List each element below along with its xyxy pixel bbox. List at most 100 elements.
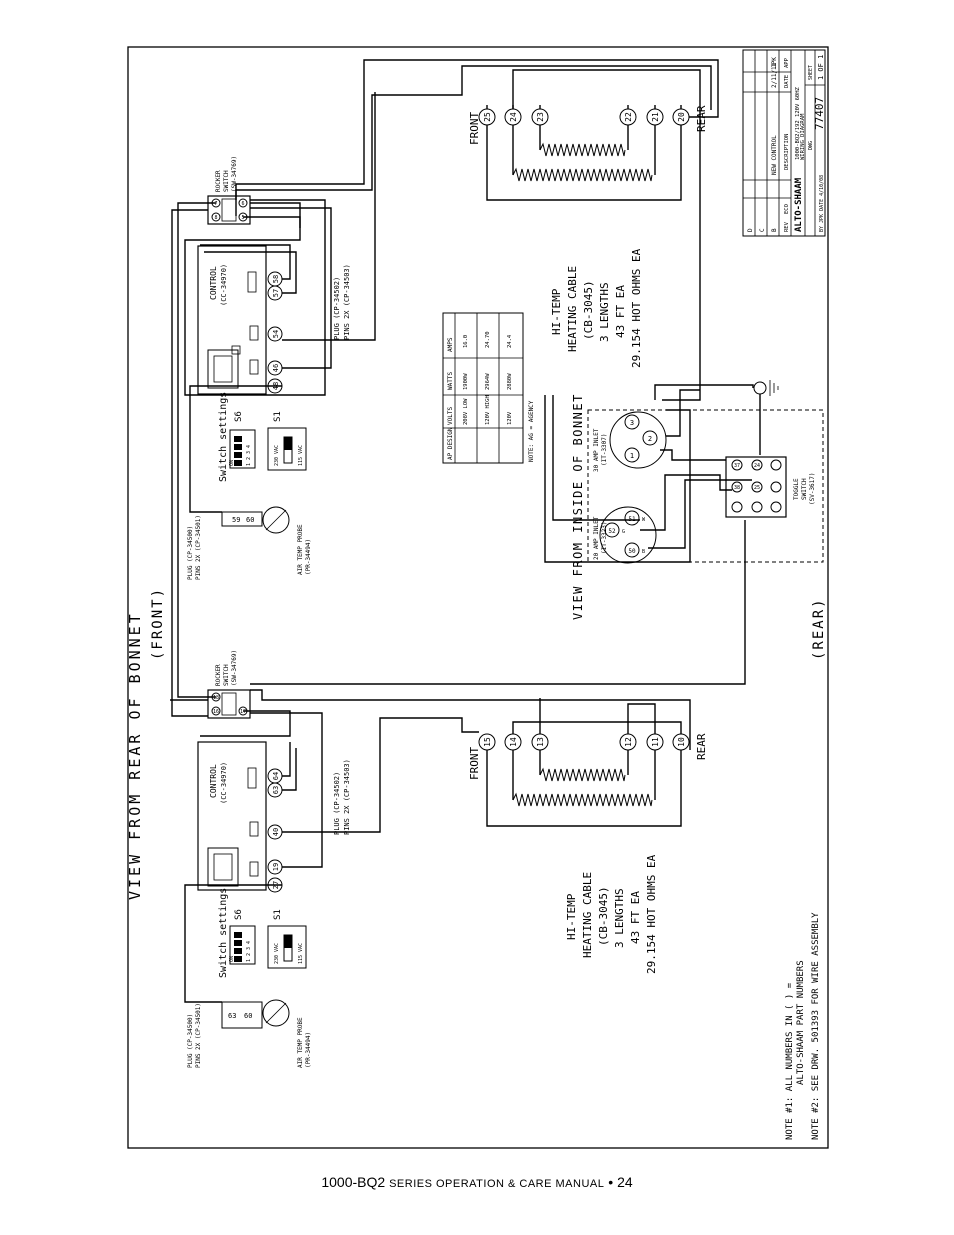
svg-text:PLUG (CP-34500): PLUG (CP-34500) [187, 1014, 194, 1068]
svg-text:43 FT EA: 43 FT EA [629, 891, 642, 944]
tb-model: 1000-BQ2/192 120V 60HZ [795, 86, 801, 160]
svg-text:1 2 3 4: 1 2 3 4 [246, 445, 252, 466]
svg-text:(SW-34769): (SW-34769) [231, 650, 238, 686]
terminal-54: 54 [272, 330, 280, 338]
title-view-inside: VIEW FROM INSIDE OF BONNET [571, 393, 585, 620]
terminal-20: 20 [677, 112, 686, 122]
tb-rev-c: C [759, 228, 766, 232]
svg-text:230 VAC: 230 VAC [274, 445, 280, 466]
svg-text:S1: S1 [273, 909, 283, 920]
svg-text:SWITCH: SWITCH [223, 664, 230, 686]
svg-text:AIR TEMP PROBE: AIR TEMP PROBE [297, 524, 304, 575]
svg-text:(IT-3323): (IT-3323) [601, 521, 608, 554]
top-control-pn: (CC-34970) [220, 264, 228, 306]
label-front-top: FRONT [468, 112, 481, 145]
tb-app-a: JPK [771, 57, 778, 68]
bottom-rocker-switch: 18 16 17 ROCKER SWITCH (SW-34769) [207, 650, 251, 719]
svg-text:50: 50 [628, 548, 636, 555]
svg-text:8: 8 [214, 215, 217, 221]
heating-cable-top-label: HI-TEMP HEATING CABLE (CB-3045) 3 LENGTH… [550, 248, 643, 368]
tb-by-date: BY JPK DATE 4/10/08 [819, 175, 825, 232]
svg-text:B: B [642, 549, 645, 555]
svg-text:120V: 120V [507, 411, 513, 425]
sheet-border [127, 46, 829, 1149]
top-pins-label: PINS 2X (CP-34503) [343, 264, 351, 340]
svg-text:30 AMP INLET: 30 AMP INLET [593, 428, 600, 472]
label-rear-top: REAR [695, 105, 708, 132]
svg-text:S6: S6 [234, 909, 244, 920]
svg-text:(SW-34769): (SW-34769) [231, 156, 238, 192]
svg-text:WATTS: WATTS [447, 372, 454, 390]
bottom-plug-label: PLUG (CP-34502) [333, 772, 341, 835]
tb-dwg-number: 77407 [813, 97, 826, 130]
svg-text:SWITCH: SWITCH [801, 478, 808, 500]
top-control-label: CONTROL [209, 266, 218, 300]
svg-text:HEATING CABLE: HEATING CABLE [581, 872, 594, 958]
inlet-20-amp: 51 52 50 W G B 20 AMP INLET (IT-3323) [593, 506, 657, 564]
svg-text:1 2 3 4: 1 2 3 4 [246, 941, 252, 962]
svg-text:PLUG (CP-34500): PLUG (CP-34500) [187, 526, 194, 580]
title-rear-paren: (REAR) [811, 597, 827, 660]
terminal-10: 10 [677, 737, 686, 747]
svg-text:60: 60 [246, 516, 254, 524]
terminal-64: 64 [272, 772, 280, 780]
svg-text:29.154 HOT OHMS EA: 29.154 HOT OHMS EA [630, 248, 643, 368]
bottom-heater-assembly [486, 742, 682, 827]
top-heater-terminals: 25 24 23 22 21 20 [478, 108, 690, 126]
label-rear-bottom: REAR [695, 733, 708, 760]
tb-hdr-app: APP [784, 57, 790, 68]
terminal-57: 57 [272, 289, 280, 297]
svg-text:AP DESIGN: AP DESIGN [447, 427, 454, 460]
terminal-25: 25 [483, 112, 492, 122]
svg-text:16.0: 16.0 [463, 335, 469, 348]
bottom-control-pn: (CC-34970) [220, 762, 228, 804]
footer-bullet: • [608, 1174, 614, 1190]
svg-text:2880W: 2880W [507, 373, 513, 390]
title-block: D C B NEW CONTROL 2/11/11 JPK REV ECO DE… [742, 49, 826, 237]
svg-text:ON: ON [229, 956, 235, 962]
svg-text:63: 63 [228, 1012, 236, 1020]
svg-text:HI-TEMP: HI-TEMP [550, 288, 563, 335]
top-control-board: CONTROL (CC-34970) [197, 245, 267, 395]
svg-text:6: 6 [241, 201, 244, 207]
tb-desc-a: NEW CONTROL [771, 135, 778, 175]
inside-bonnet-box [587, 409, 824, 563]
note-1b: ALTO-SHAAM PART NUMBERS [796, 960, 806, 1085]
svg-text:ROCKER: ROCKER [215, 170, 222, 192]
tb-hdr-date: DATE [784, 75, 790, 88]
svg-text:(PR-34494): (PR-34494) [305, 1032, 312, 1068]
inlet-30-amp: 3 1 2 30 AMP INLET (IT-3307) [593, 411, 667, 472]
svg-text:17: 17 [240, 709, 246, 715]
tb-sheet-label: SHEET [808, 65, 814, 80]
tb-hdr-rev: REV [784, 221, 790, 232]
bottom-switch-settings: Switch settings S6 ON 1 2 3 4 S1 230 VAC… [218, 888, 307, 978]
svg-text:PINS 2X (CP-34501): PINS 2X (CP-34501) [195, 1003, 202, 1068]
heating-cable-bottom-label: HI-TEMP HEATING CABLE (CB-3045) 3 LENGTH… [565, 854, 658, 974]
svg-text:25: 25 [754, 485, 760, 491]
svg-text:(SV-3617): (SV-3617) [809, 472, 816, 505]
top-heater-assembly [486, 105, 682, 201]
toggle-switch: 37 24 38 25 TOGGLE SWITCH (SV-3617) [725, 456, 816, 518]
svg-text:29.154 HOT OHMS EA: 29.154 HOT OHMS EA [645, 854, 658, 974]
svg-text:230 VAC: 230 VAC [274, 943, 280, 964]
svg-text:24.4: 24.4 [507, 334, 513, 348]
bottom-plug-probe: 63 60 PLUG (CP-34500) PINS 2X (CP-34501)… [187, 999, 312, 1068]
page-footer: 1000-BQ2 series operation & care manual … [0, 1174, 954, 1190]
svg-text:HEATING CABLE: HEATING CABLE [566, 266, 579, 352]
title-view-rear: VIEW FROM REAR OF BONNET [126, 611, 144, 900]
title-front-paren: (FRONT) [150, 587, 166, 660]
bottom-control-board: CONTROL (CC-34970) [197, 741, 267, 891]
svg-text:AIR TEMP PROBE: AIR TEMP PROBE [297, 1017, 304, 1068]
svg-text:SWITCH: SWITCH [223, 170, 230, 192]
svg-text:PINS 2X (CP-34501): PINS 2X (CP-34501) [195, 515, 202, 580]
volts-table: AP DESIGN VOLTS WATTS AMPS 208V LOW 1900… [442, 312, 535, 464]
svg-text:(CB-3045): (CB-3045) [597, 886, 610, 946]
svg-text:ROCKER: ROCKER [215, 664, 222, 686]
top-plug-label: PLUG (CP-34502) [333, 277, 341, 340]
svg-text:24: 24 [754, 463, 760, 469]
svg-text:1: 1 [630, 452, 634, 460]
terminal-46: 46 [272, 364, 280, 372]
terminal-12: 12 [624, 737, 633, 747]
svg-text:ON: ON [229, 460, 235, 466]
tb-company-logo: ALTO-SHAAM [794, 177, 804, 232]
